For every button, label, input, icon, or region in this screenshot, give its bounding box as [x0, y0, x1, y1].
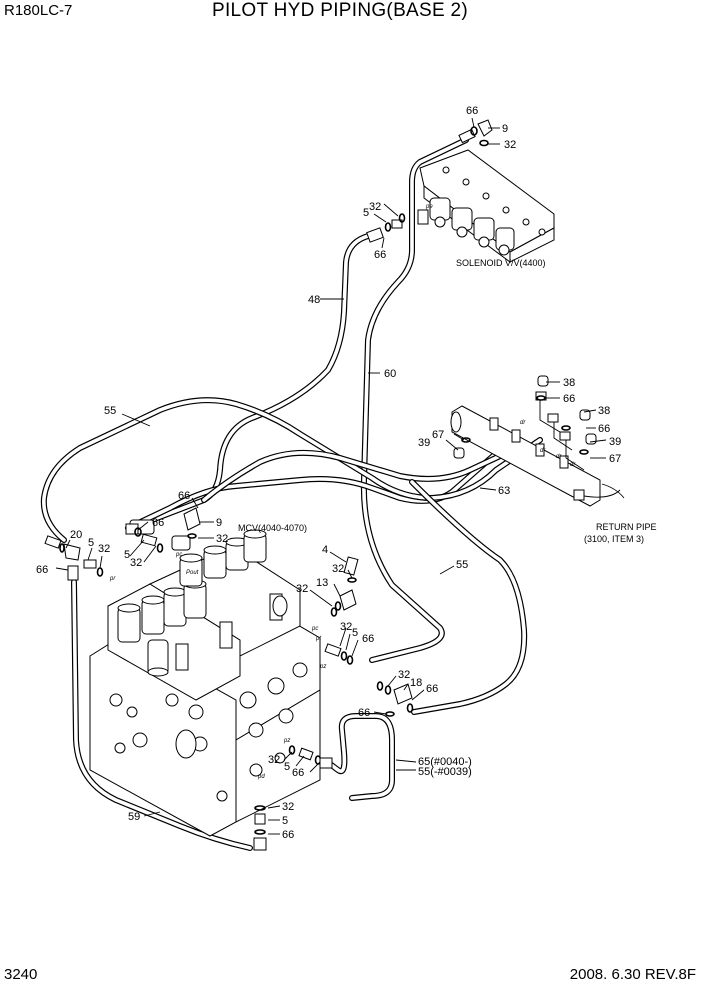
callout-32: 32 — [268, 754, 280, 766]
callout-67: 67 — [432, 429, 444, 441]
page-number: 3240 — [4, 966, 38, 983]
callout-66: 66 — [362, 633, 374, 645]
callout-5: 5 — [284, 761, 290, 773]
fittings — [44, 507, 414, 851]
svg-text:pt: pt — [315, 636, 321, 642]
callout-66: 66 — [374, 249, 386, 261]
svg-text:pc: pc — [175, 552, 182, 558]
callout-13: 13 — [316, 577, 328, 589]
svg-text:pz: pz — [319, 664, 326, 670]
callout-5: 5 — [124, 549, 130, 561]
svg-text:pd: pd — [257, 774, 265, 780]
callout-66: 66 — [426, 683, 438, 695]
return-pipe-label: RETURN PIPE — [596, 522, 657, 532]
callout-9: 9 — [502, 123, 508, 135]
spool-caps — [117, 519, 267, 677]
callout-32: 32 — [340, 621, 352, 633]
callout-66: 66 — [358, 707, 370, 719]
callout-20: 20 — [70, 529, 82, 541]
callout-55: 55 — [104, 405, 116, 417]
main-control-valve: pr pc Pout pc pt pz pz pd — [89, 519, 326, 837]
callout-18: 18 — [410, 677, 422, 689]
model-number: R180LC-7 — [4, 2, 73, 19]
callout-66: 66 — [292, 767, 304, 779]
callout-66: 66 — [152, 517, 164, 529]
callout-67: 67 — [609, 453, 621, 465]
svg-text:dr: dr — [540, 448, 546, 454]
callout-66: 66 — [282, 829, 294, 841]
callout-66: 66 — [36, 564, 48, 576]
svg-text:Pout: Pout — [186, 570, 199, 576]
solenoid-valve: pe — [417, 149, 555, 263]
port-holes — [109, 662, 308, 802]
callout-32: 32 — [130, 557, 142, 569]
svg-text:pr: pr — [109, 576, 116, 582]
callout-66: 66 — [563, 393, 575, 405]
callout-32: 32 — [216, 533, 228, 545]
callout-5: 5 — [363, 207, 369, 219]
callout-32: 32 — [98, 543, 110, 555]
fitting-top — [458, 119, 493, 147]
callout-55: 55 — [456, 559, 468, 571]
callout-39: 39 — [609, 436, 621, 448]
callout-32: 32 — [369, 201, 381, 213]
return-block: dr dr dr dr — [450, 375, 625, 507]
item-55-label: 55(-#0039) — [418, 766, 472, 778]
callout-32: 32 — [296, 583, 308, 595]
mcv-label: MCV(4040-4070) — [238, 523, 307, 533]
callout-5: 5 — [352, 627, 358, 639]
callout-5: 5 — [88, 537, 94, 549]
svg-text:dr: dr — [570, 462, 576, 468]
annotation-labels: SOLENOID V/V(4400) MCV(4040-4070) RETURN… — [238, 258, 657, 778]
fitting-48-top — [366, 213, 406, 243]
return-pipe-item-label: (3100, ITEM 3) — [584, 534, 644, 544]
callout-59: 59 — [128, 811, 140, 823]
callout-38: 38 — [563, 377, 575, 389]
callout-66: 66 — [598, 423, 610, 435]
page-title: PILOT HYD PIPING(BASE 2) — [212, 0, 469, 21]
callout-48: 48 — [308, 294, 320, 306]
leader-lines — [55, 117, 607, 835]
svg-text:dr: dr — [556, 454, 562, 460]
svg-text:pe: pe — [425, 204, 433, 210]
callout-39: 39 — [418, 437, 430, 449]
hose-55-right — [409, 479, 528, 715]
solenoid-valve-label: SOLENOID V/V(4400) — [456, 258, 546, 268]
svg-text:pz: pz — [283, 738, 290, 744]
callout-63: 63 — [498, 485, 510, 497]
callout-32: 32 — [332, 563, 344, 575]
callout-5: 5 — [282, 815, 288, 827]
svg-text:dr: dr — [520, 420, 526, 426]
revision-date: 2008. 6.30 REV.8F — [569, 966, 696, 983]
hose-65 — [327, 713, 395, 801]
item-65-label: 65(#0040-) — [418, 756, 472, 768]
svg-text:pc: pc — [311, 626, 318, 632]
hose-group — [40, 137, 543, 851]
callout-32: 32 — [398, 669, 410, 681]
callout-66: 66 — [466, 105, 478, 117]
callout-32: 32 — [504, 139, 516, 151]
callout-9: 9 — [216, 517, 222, 529]
callout-labels: 66 9 32 5 32 66 48 60 55 38 66 38 66 39 … — [36, 105, 621, 841]
callout-38: 38 — [598, 405, 610, 417]
callout-32: 32 — [282, 801, 294, 813]
callout-60: 60 — [384, 368, 396, 380]
callout-66: 66 — [178, 490, 190, 502]
callout-4: 4 — [322, 544, 328, 556]
